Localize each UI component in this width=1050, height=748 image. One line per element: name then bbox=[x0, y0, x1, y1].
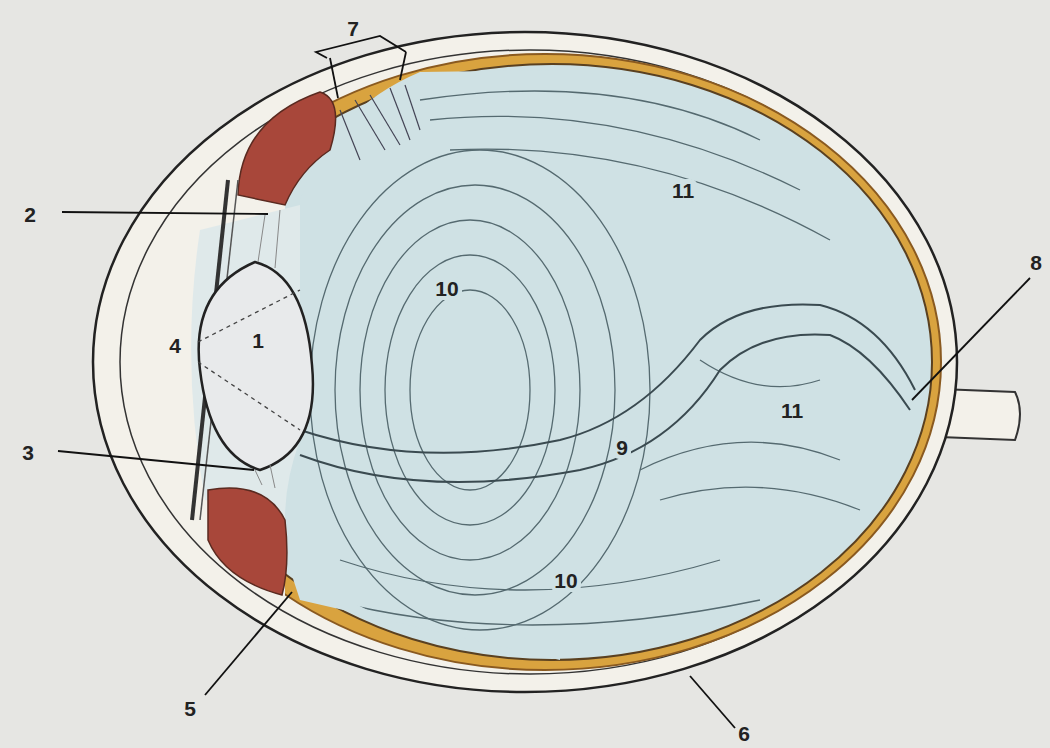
callout-number: 10 bbox=[432, 277, 461, 300]
callout-number: 7 bbox=[344, 17, 362, 40]
callout-number: 3 bbox=[19, 441, 37, 464]
sclera bbox=[93, 32, 957, 692]
callout-number: 5 bbox=[181, 697, 199, 720]
retina bbox=[285, 64, 932, 660]
ciliary-body bbox=[238, 92, 336, 205]
callout-number: 11 bbox=[778, 399, 806, 422]
callout-number: 10 bbox=[551, 569, 580, 592]
callout-number: 1 bbox=[249, 329, 267, 352]
callout-number: 9 bbox=[613, 436, 631, 459]
callout-number: 4 bbox=[166, 334, 184, 357]
hyaloid-canal bbox=[300, 304, 915, 482]
ciliary-body bbox=[208, 488, 287, 595]
choroid bbox=[285, 54, 941, 670]
vitreous-fibres bbox=[310, 91, 860, 630]
callout-number: 6 bbox=[735, 722, 753, 745]
callout-number: 11 bbox=[669, 179, 697, 202]
lens bbox=[199, 262, 313, 470]
sclera-inner bbox=[120, 50, 940, 674]
callout-number: 8 bbox=[1027, 251, 1045, 274]
callout-number: 2 bbox=[21, 203, 39, 226]
leader-lines bbox=[58, 36, 1030, 728]
